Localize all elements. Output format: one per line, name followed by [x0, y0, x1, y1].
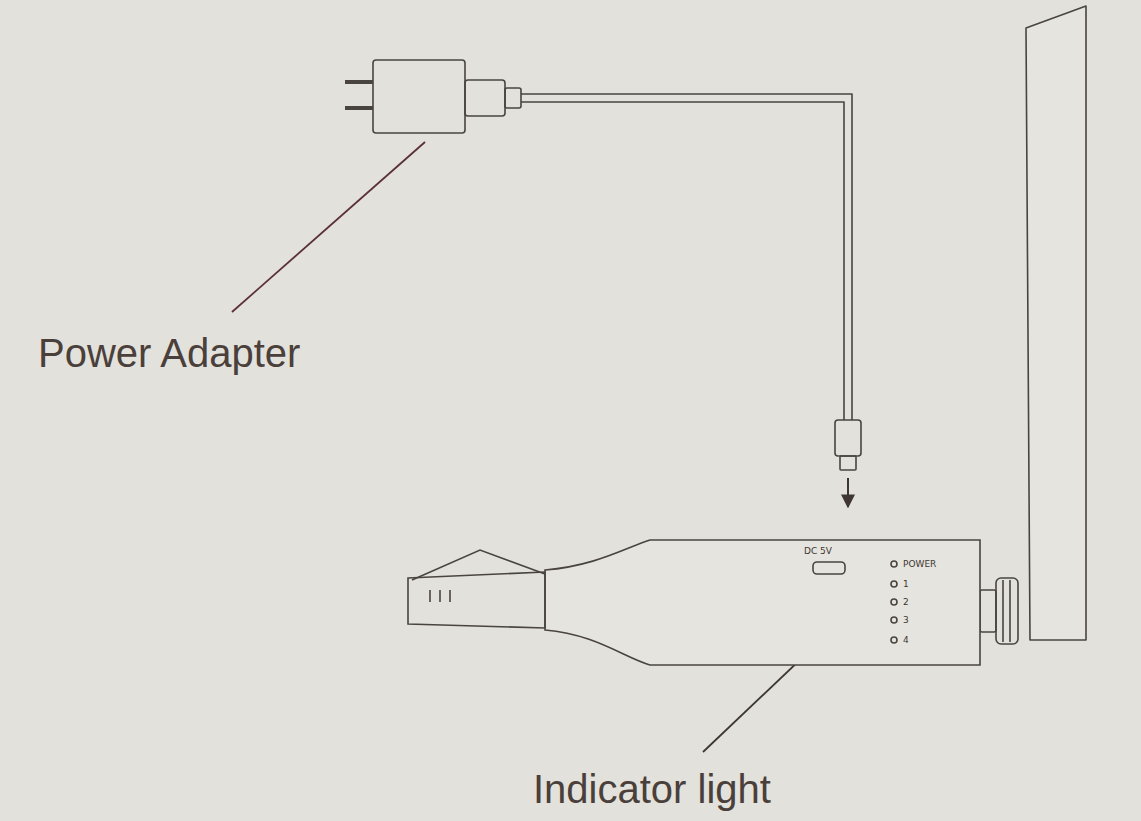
- antenna-connector: [980, 590, 996, 632]
- indicator-label: POWER: [903, 558, 936, 570]
- usb-port: [813, 562, 845, 574]
- adapter-body: [373, 60, 465, 133]
- plug-contact: [439, 590, 441, 602]
- usb-connector: [835, 420, 861, 456]
- connector-rib: [1002, 580, 1004, 642]
- device-housing: DC 5V POWER 1 2 3 4: [400, 530, 1000, 680]
- indicator-led: [891, 617, 897, 623]
- indicator-led: [891, 561, 897, 567]
- cable: [521, 102, 844, 420]
- insert-arrow: [847, 478, 849, 507]
- indicator-label: 1: [903, 578, 909, 590]
- plug-contact: [429, 590, 431, 602]
- antenna-connector: [996, 578, 1018, 644]
- indicator-label: 4: [903, 634, 909, 646]
- antenna-panel: [1026, 6, 1086, 640]
- leader-line: [232, 142, 425, 312]
- device-body: [545, 540, 980, 665]
- connector-rib: [1009, 580, 1011, 642]
- indicator-label: 2: [903, 596, 909, 608]
- usb-connector-tip: [840, 456, 856, 470]
- indicator-label: 3: [903, 614, 909, 626]
- part-label: Indicator light: [533, 766, 771, 812]
- indicator-led: [891, 637, 897, 643]
- adapter-plug: [465, 80, 505, 116]
- indicator-led: [891, 581, 897, 587]
- adapter-plug-tip: [505, 88, 521, 108]
- indicator-led: [891, 599, 897, 605]
- cable: [521, 94, 852, 420]
- device-shape: [400, 530, 1000, 680]
- plug-latch: [412, 550, 545, 580]
- device-outline: [408, 540, 980, 665]
- adapter-prong: [345, 80, 373, 84]
- adapter-prong: [345, 106, 373, 110]
- port-label: DC 5V: [804, 545, 832, 557]
- plug-contact: [449, 590, 451, 602]
- rj45-plug: [408, 572, 545, 628]
- part-label: Power Adapter: [38, 330, 300, 376]
